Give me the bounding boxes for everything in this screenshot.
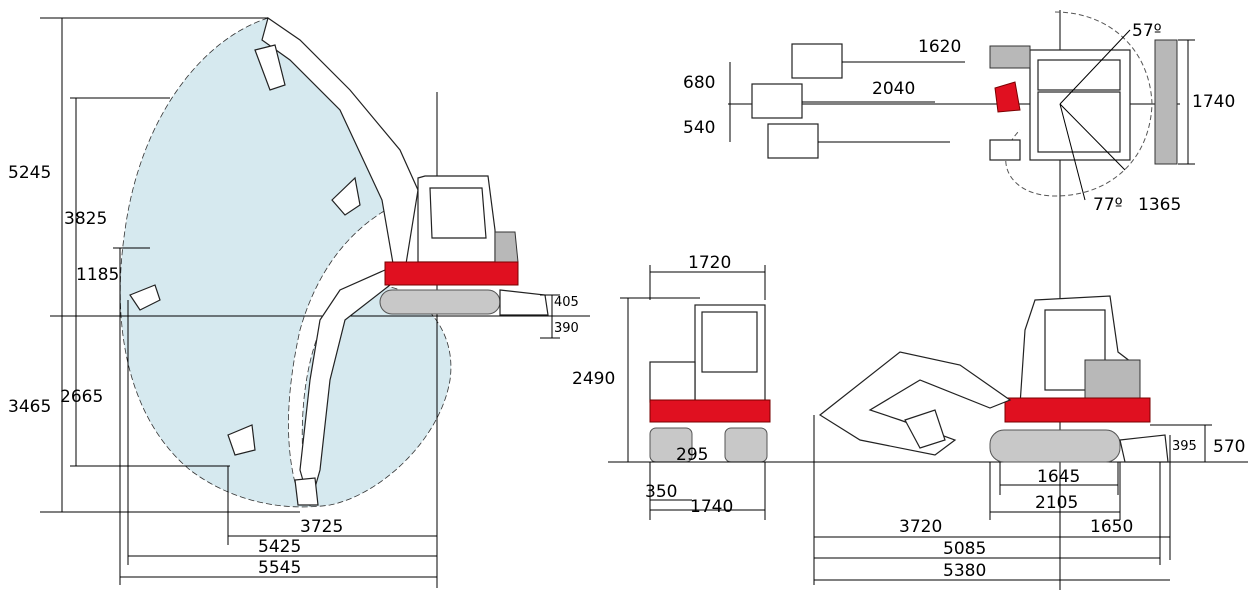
bucket-upper xyxy=(331,176,361,216)
lower-body-red xyxy=(1004,397,1151,423)
lower-boom xyxy=(818,351,1012,456)
front-track-right xyxy=(724,427,768,463)
top-boom-swing xyxy=(994,81,1021,113)
tail-swing-circle xyxy=(1005,11,1153,197)
lower-track xyxy=(989,429,1121,463)
dim-max-dump-height: 3825 xyxy=(64,209,107,229)
dim-shoe-350: 350 xyxy=(645,482,677,502)
dim-total-5085: 5085 xyxy=(943,539,986,559)
dim-swing-left: 77º xyxy=(1093,195,1123,215)
dim-reach-1185: 1185 xyxy=(76,265,119,285)
dim-reach-5425: 5425 xyxy=(258,537,301,557)
front-view: 1720 2490 295 350 1740 xyxy=(572,253,771,520)
dim-track-width: 1740 xyxy=(690,497,733,517)
dim-boom-1620: 1620 xyxy=(918,37,961,57)
front-body-red xyxy=(649,399,771,423)
dim-offset-540: 540 xyxy=(683,118,715,138)
dim-front-3720: 3720 xyxy=(899,517,942,537)
dim-tumbler-1645: 1645 xyxy=(1037,467,1080,487)
dim-shoe-295: 295 xyxy=(676,445,708,465)
top-track-lower xyxy=(989,139,1021,161)
lower-blade xyxy=(1119,434,1169,463)
dim-top-width: 1740 xyxy=(1192,92,1235,112)
dim-front-height: 2490 xyxy=(572,369,615,389)
dim-swing-right: 57º xyxy=(1132,21,1162,41)
dim-blade-395: 395 xyxy=(1172,439,1197,454)
dim-vertical-wall-depth: 2665 xyxy=(60,387,103,407)
dim-tail-radius: 1365 xyxy=(1138,195,1181,215)
dim-boom-2040: 2040 xyxy=(872,79,915,99)
excavator-side-body xyxy=(379,175,549,316)
dim-max-dig-height: 5245 xyxy=(8,163,51,183)
boom-lowered xyxy=(294,269,391,508)
top-view: 680 540 1620 2040 57º 77º 1365 1740 xyxy=(683,10,1235,590)
left-dimension-lines xyxy=(40,17,560,585)
bucket-middle xyxy=(129,284,161,311)
dim-blade-570: 570 xyxy=(1213,437,1245,457)
lower-side-view: 395 570 1645 2105 3720 1650 5085 5380 xyxy=(608,295,1248,585)
working-range-view: 5245 3825 1185 405 390 3465 2665 3725 54… xyxy=(8,17,590,588)
dim-track-length: 2105 xyxy=(1035,493,1078,513)
dim-tail-1650: 1650 xyxy=(1090,517,1133,537)
dim-blade-up: 405 xyxy=(554,295,579,310)
dim-overall-5380: 5380 xyxy=(943,561,986,581)
dim-reach-3725: 3725 xyxy=(300,517,343,537)
dim-reach-5545: 5545 xyxy=(258,558,301,578)
dim-max-dig-depth: 3465 xyxy=(8,397,51,417)
bucket-lower xyxy=(227,424,256,456)
top-blade xyxy=(1154,39,1178,165)
dim-front-width: 1720 xyxy=(688,253,731,273)
lower-bucket xyxy=(904,409,946,449)
dim-blade-down: 390 xyxy=(554,321,579,336)
dim-offset-680: 680 xyxy=(683,73,715,93)
top-track-upper xyxy=(989,45,1031,69)
top-bucket-positions xyxy=(751,43,965,159)
